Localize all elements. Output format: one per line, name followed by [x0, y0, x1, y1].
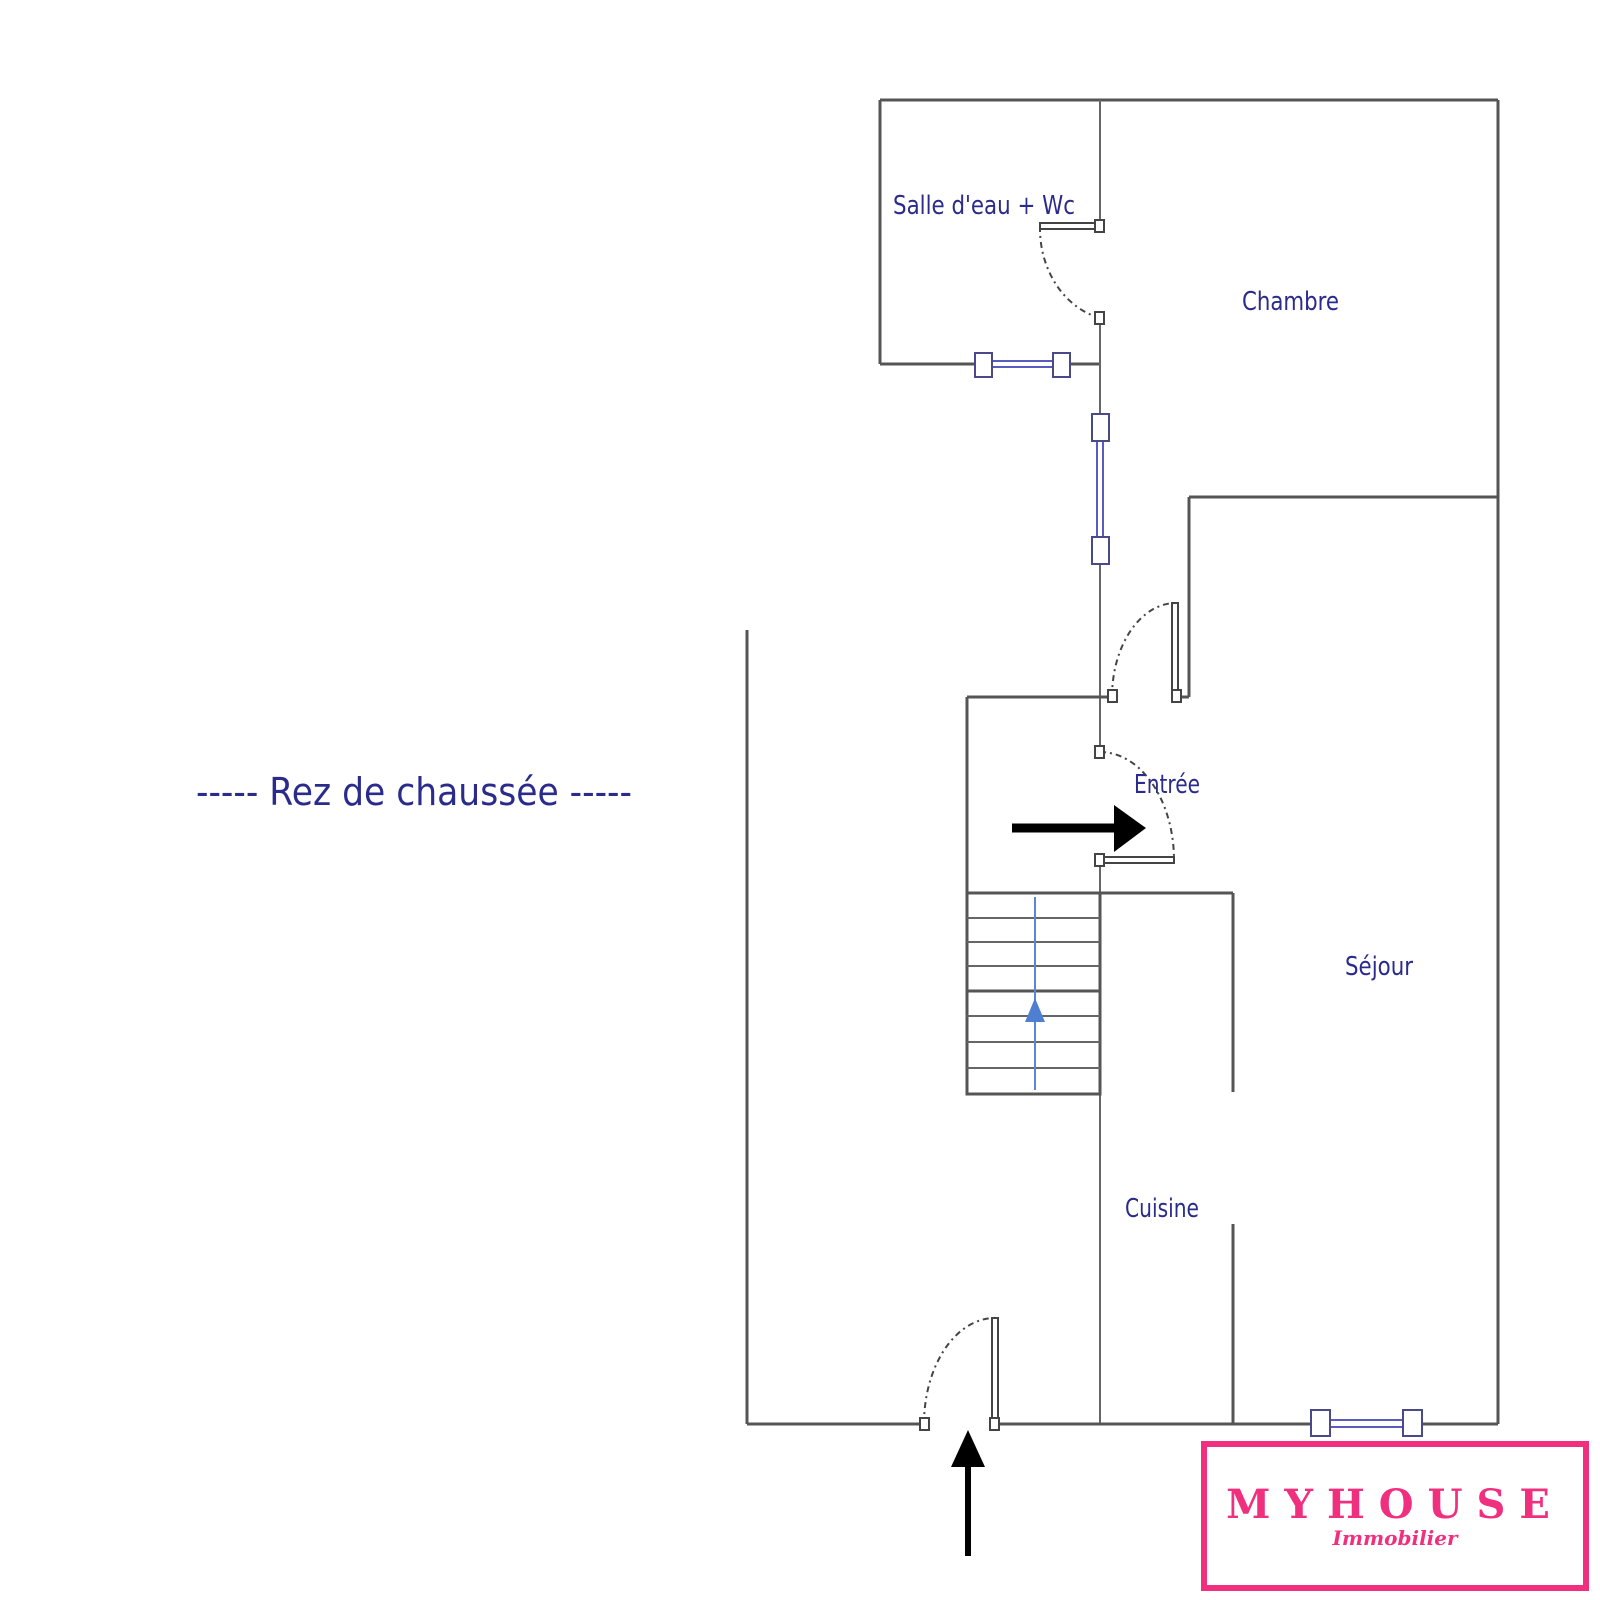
- myhouse-logo: MYHOUSE Immobilier: [1201, 1441, 1589, 1591]
- window-chambre: [1091, 413, 1110, 565]
- window-sejour: [1310, 1409, 1423, 1437]
- entry-arrow-right-icon: [1012, 805, 1146, 852]
- room-label-sejour: Séjour: [1345, 952, 1413, 982]
- room-label-chambre: Chambre: [1242, 287, 1339, 317]
- door-entree: [1094, 745, 1175, 867]
- logo-subtitle: Immobilier: [1332, 1526, 1458, 1550]
- door-chambre: [1107, 602, 1182, 703]
- staircase: [965, 891, 1102, 1096]
- window-salle-eau: [974, 352, 1071, 378]
- plan-title: ----- Rez de chaussée -----: [196, 770, 632, 814]
- entry-arrow-up-icon: [951, 1430, 985, 1556]
- door-exterieur: [919, 1317, 1000, 1431]
- door-salle-eau: [1038, 219, 1105, 325]
- stair-up-arrow-icon: [1025, 998, 1045, 1022]
- room-label-salle-eau: Salle d'eau + Wc: [893, 191, 1075, 221]
- room-label-cuisine: Cuisine: [1125, 1194, 1199, 1224]
- walls: [745, 98, 1500, 1426]
- logo-name: MYHOUSE: [1226, 1481, 1564, 1528]
- room-label-entree: Entrée: [1134, 770, 1200, 800]
